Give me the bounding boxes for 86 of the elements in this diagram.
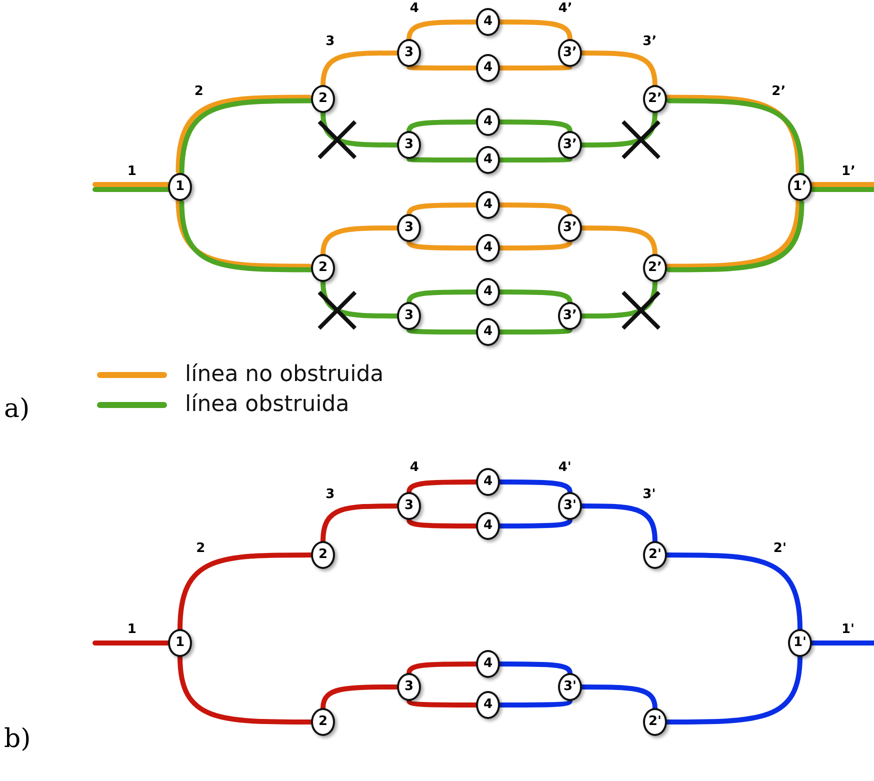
numbered-circle: 1 (168, 173, 192, 201)
numbered-circle: 4 (476, 54, 500, 82)
connector-line (320, 226, 400, 256)
numbered-circle: 2' (643, 708, 667, 736)
numbered-circle: 2 (311, 85, 335, 113)
connector-line (810, 640, 874, 646)
legend-text: línea no obstruida (185, 362, 384, 388)
numbered-circle: 3’ (558, 131, 582, 159)
connector-line (406, 518, 478, 528)
connector-line (92, 187, 170, 192)
numbered-circle: 4 (476, 146, 500, 174)
panel-label: a) (4, 394, 30, 424)
numbered-circle: 3' (558, 673, 582, 701)
numbered-circle: 4 (476, 318, 500, 346)
connector-line (580, 110, 658, 148)
numbered-circle: 3 (397, 302, 421, 330)
numbered-circle: 1' (788, 629, 812, 657)
connector-line (92, 640, 170, 646)
connector-line (406, 480, 478, 494)
connector-line (580, 50, 658, 88)
connector-line (498, 662, 572, 676)
connector-line (406, 120, 478, 134)
numbered-circle: 3 (397, 39, 421, 67)
connector-line (178, 654, 314, 724)
numbered-circle: 3 (397, 131, 421, 159)
connector-line (498, 480, 572, 494)
connector-line (406, 240, 478, 250)
connector-line (406, 20, 478, 42)
numbered-circle: 4 (476, 108, 500, 136)
numbered-circle: 1’ (788, 173, 812, 201)
connector-line (580, 684, 658, 710)
connector-line (406, 290, 478, 304)
connector-line (498, 120, 572, 134)
numbered-circle: 4 (476, 278, 500, 306)
numbered-circle: 2' (643, 541, 667, 569)
numbered-circle: 2’ (643, 85, 667, 113)
connector-line (406, 156, 478, 162)
connector-line (498, 240, 572, 250)
connector-line (498, 290, 572, 304)
panel-label: b) (4, 724, 31, 754)
connector-line (664, 654, 802, 724)
numbered-circle: 1 (168, 629, 192, 657)
numbered-circle: 4 (476, 191, 500, 219)
connector-line (320, 504, 400, 544)
numbered-circle: 4 (476, 234, 500, 262)
connector-line (580, 226, 658, 256)
numbered-circle: 2 (311, 541, 335, 569)
numbered-circle: 4 (476, 512, 500, 540)
numbered-circle: 3 (397, 214, 421, 242)
connector-line (320, 50, 400, 88)
legend-text: línea obstruida (185, 392, 350, 418)
numbered-circle: 2 (311, 254, 335, 282)
numbered-circle: 4 (476, 468, 500, 496)
numbered-circle: 2’ (643, 254, 667, 282)
connector-line (498, 64, 572, 70)
connector-line (580, 280, 658, 318)
numbered-circle: 3 (397, 673, 421, 701)
connector-line (406, 202, 478, 216)
connector-line (406, 328, 478, 334)
connector-line (498, 518, 572, 528)
numbered-circle: 3’ (558, 214, 582, 242)
numbered-circle: 4 (476, 691, 500, 719)
connector-line (92, 182, 170, 187)
numbered-circle: 3’ (558, 302, 582, 330)
connector-line (580, 504, 658, 544)
connector-line (498, 202, 572, 216)
connector-line (664, 552, 802, 632)
connector-line (406, 662, 478, 676)
connector-line (498, 20, 572, 42)
numbered-circle: 3' (558, 492, 582, 520)
numbered-circle: 3 (397, 492, 421, 520)
numbered-circle: 2 (311, 708, 335, 736)
connector-line (498, 156, 572, 162)
connector-line (498, 328, 572, 334)
connector-line (406, 64, 478, 70)
connector-line (178, 552, 314, 632)
connector-line (406, 698, 478, 708)
connector-line (320, 280, 400, 318)
numbered-circle: 4 (476, 650, 500, 678)
connector-line (810, 187, 874, 192)
connector-line (320, 684, 400, 710)
numbered-circle: 4 (476, 8, 500, 36)
connector-line (810, 182, 874, 187)
connector-line (320, 110, 400, 148)
numbered-circle: 3’ (558, 39, 582, 67)
connector-line (498, 698, 572, 708)
